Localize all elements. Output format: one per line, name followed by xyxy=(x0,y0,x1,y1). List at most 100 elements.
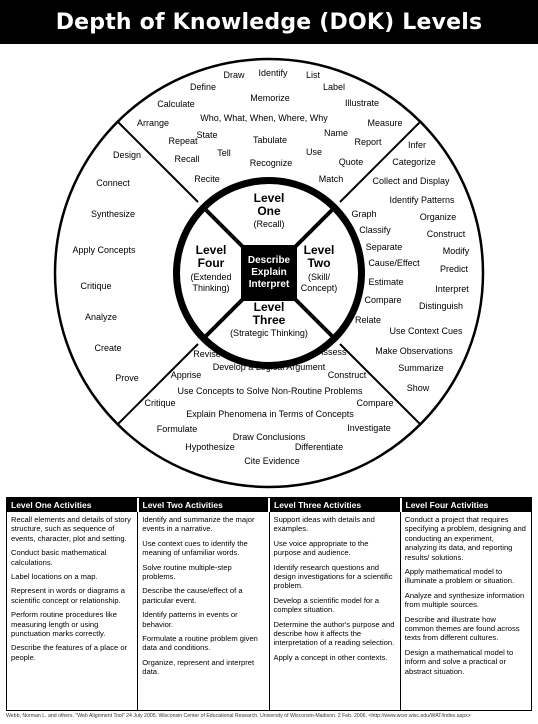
activity-item: Apply a concept in other contexts. xyxy=(273,652,388,662)
verb-one-0: Draw xyxy=(223,70,245,80)
verb-one-16: Recall xyxy=(174,154,199,164)
verb-one-14: Name xyxy=(324,128,348,138)
activity-item: Identify and summarize the major events … xyxy=(142,515,255,534)
verb-two-2: Collect and Display xyxy=(372,176,450,186)
verb-one-18: Use xyxy=(306,147,322,157)
activity-item: Describe the features of a place or peop… xyxy=(11,643,128,662)
column-level-one: Recall elements and details of story str… xyxy=(7,512,139,710)
verb-two-11: Predict xyxy=(440,264,469,274)
verb-two-8: Separate xyxy=(366,242,403,252)
verb-four-0: Design xyxy=(113,150,141,160)
verb-two-3: Identify Patterns xyxy=(389,195,455,205)
activity-item: Identify research questions and design i… xyxy=(273,562,393,591)
verb-two-20: Show xyxy=(407,383,430,393)
level-two-title-1: Two xyxy=(307,256,330,270)
activity-item: Conduct basic mathematical calculations. xyxy=(11,548,107,567)
level-three-subtitle-0: (Strategic Thinking) xyxy=(230,328,308,338)
level-four-subtitle-0: (Extended xyxy=(190,272,231,282)
verb-one-22: Match xyxy=(319,174,344,184)
activity-item: Design a mathematical model to inform an… xyxy=(404,647,514,676)
level-two-title-0: Level xyxy=(304,243,335,257)
verb-three-9: Formulate xyxy=(157,424,198,434)
wheel-structure xyxy=(53,57,485,489)
verb-one-1: Identify xyxy=(258,68,288,78)
activity-item: Analyze and synthesize information from … xyxy=(404,590,525,610)
divider-line-sw xyxy=(117,343,199,425)
verb-three-13: Differentiate xyxy=(295,442,343,452)
verb-two-13: Interpret xyxy=(435,284,469,294)
activity-item: Label locations on a map. xyxy=(11,572,98,582)
verb-three-2: Develop a Logical Argument xyxy=(213,362,326,372)
activity-item: Perform routine procedures like measurin… xyxy=(11,610,117,639)
verb-one-3: Define xyxy=(190,82,216,92)
verb-two-10: Cause/Effect xyxy=(368,258,420,268)
level-one-subtitle-0: (Recall) xyxy=(253,219,284,229)
divider-line-nw xyxy=(117,121,199,203)
verb-one-15: Report xyxy=(354,137,382,147)
verb-three-4: Construct xyxy=(328,370,367,380)
verb-one-4: Memorize xyxy=(250,93,290,103)
verb-three-14: Cite Evidence xyxy=(244,456,300,466)
verb-two-7: Construct xyxy=(427,229,466,239)
column-level-two: Identify and summarize the major events … xyxy=(138,512,270,710)
verb-one-19: Quote xyxy=(339,157,364,167)
verb-one-21: Recite xyxy=(194,174,220,184)
verb-three-6: Critique xyxy=(144,398,175,408)
verb-one-5: Label xyxy=(323,82,345,92)
header-level-three: Level Three Activities xyxy=(270,498,402,512)
activity-item: Develop a scientific model for a complex… xyxy=(273,595,380,615)
activity-item: Describe and illustrate how common theme… xyxy=(404,614,520,643)
verb-one-2: List xyxy=(306,70,321,80)
divider-line-se xyxy=(339,343,421,425)
verb-two-4: Graph xyxy=(351,209,376,219)
center-text-1: Explain xyxy=(251,267,287,278)
center-text-0: Describe xyxy=(248,255,291,266)
verb-two-6: Classify xyxy=(359,225,391,235)
table-header-row: Level One Activities Level Two Activitie… xyxy=(7,498,531,512)
verb-two-17: Use Context Cues xyxy=(389,326,463,336)
verb-three-3: Apprise xyxy=(171,370,202,380)
level-one-title-1: One xyxy=(257,204,281,218)
level-three-title-1: Three xyxy=(253,313,286,327)
activity-item: Conduct a project that requires specifyi… xyxy=(404,515,526,562)
activity-item: Describe the cause/effect of a particula… xyxy=(142,586,243,605)
citation: Webb, Norman L. and others. "Web Alignme… xyxy=(6,713,471,719)
activity-item: Solve routine multiple-step problems. xyxy=(142,562,232,582)
verb-two-9: Modify xyxy=(443,246,470,256)
activity-item: Support ideas with details and examples. xyxy=(273,515,375,534)
center-text-2: Interpret xyxy=(249,279,290,290)
level-two-subtitle-1: Concept) xyxy=(301,283,338,293)
page-title: Depth of Knowledge (DOK) Levels xyxy=(0,0,538,44)
activity-item: Use context cues to identify the meaning… xyxy=(142,538,248,558)
column-level-four: Conduct a project that requires specifyi… xyxy=(401,512,531,710)
verb-three-11: Draw Conclusions xyxy=(233,432,306,442)
inner-divider-sw xyxy=(204,297,245,338)
verb-one-17: Tell xyxy=(217,148,231,158)
verb-two-19: Summarize xyxy=(398,363,444,373)
verb-two-12: Estimate xyxy=(368,277,403,287)
level-three-title-0: Level xyxy=(254,300,285,314)
verb-one-6: Calculate xyxy=(157,99,195,109)
verb-one-12: State xyxy=(196,130,217,140)
level-four-title-1: Four xyxy=(198,256,225,270)
verb-three-1: Assess xyxy=(317,347,347,357)
verb-two-5: Organize xyxy=(420,212,457,222)
level-one-title-0: Level xyxy=(254,191,285,205)
inner-divider-nw xyxy=(204,208,245,249)
verb-four-5: Analyze xyxy=(85,312,117,322)
verb-two-14: Compare xyxy=(364,295,401,305)
verb-four-6: Create xyxy=(94,343,121,353)
activity-item: Determine the author's purpose and descr… xyxy=(273,619,395,648)
table-body: Recall elements and details of story str… xyxy=(7,512,531,710)
center-box xyxy=(241,245,297,301)
verb-three-12: Hypothesize xyxy=(185,442,235,452)
verb-three-5: Use Concepts to Solve Non-Routine Proble… xyxy=(177,386,363,396)
activity-item: Identify patterns in events or behavior. xyxy=(142,610,238,629)
verb-one-8: Who, What, When, Where, Why xyxy=(200,113,328,123)
verb-three-8: Explain Phenomena in Terms of Concepts xyxy=(186,409,354,419)
verb-two-18: Make Observations xyxy=(375,346,453,356)
level-two-subtitle-0: (Skill/ xyxy=(308,272,330,282)
inner-divider-se xyxy=(293,297,334,338)
verb-three-10: Investigate xyxy=(347,423,391,433)
